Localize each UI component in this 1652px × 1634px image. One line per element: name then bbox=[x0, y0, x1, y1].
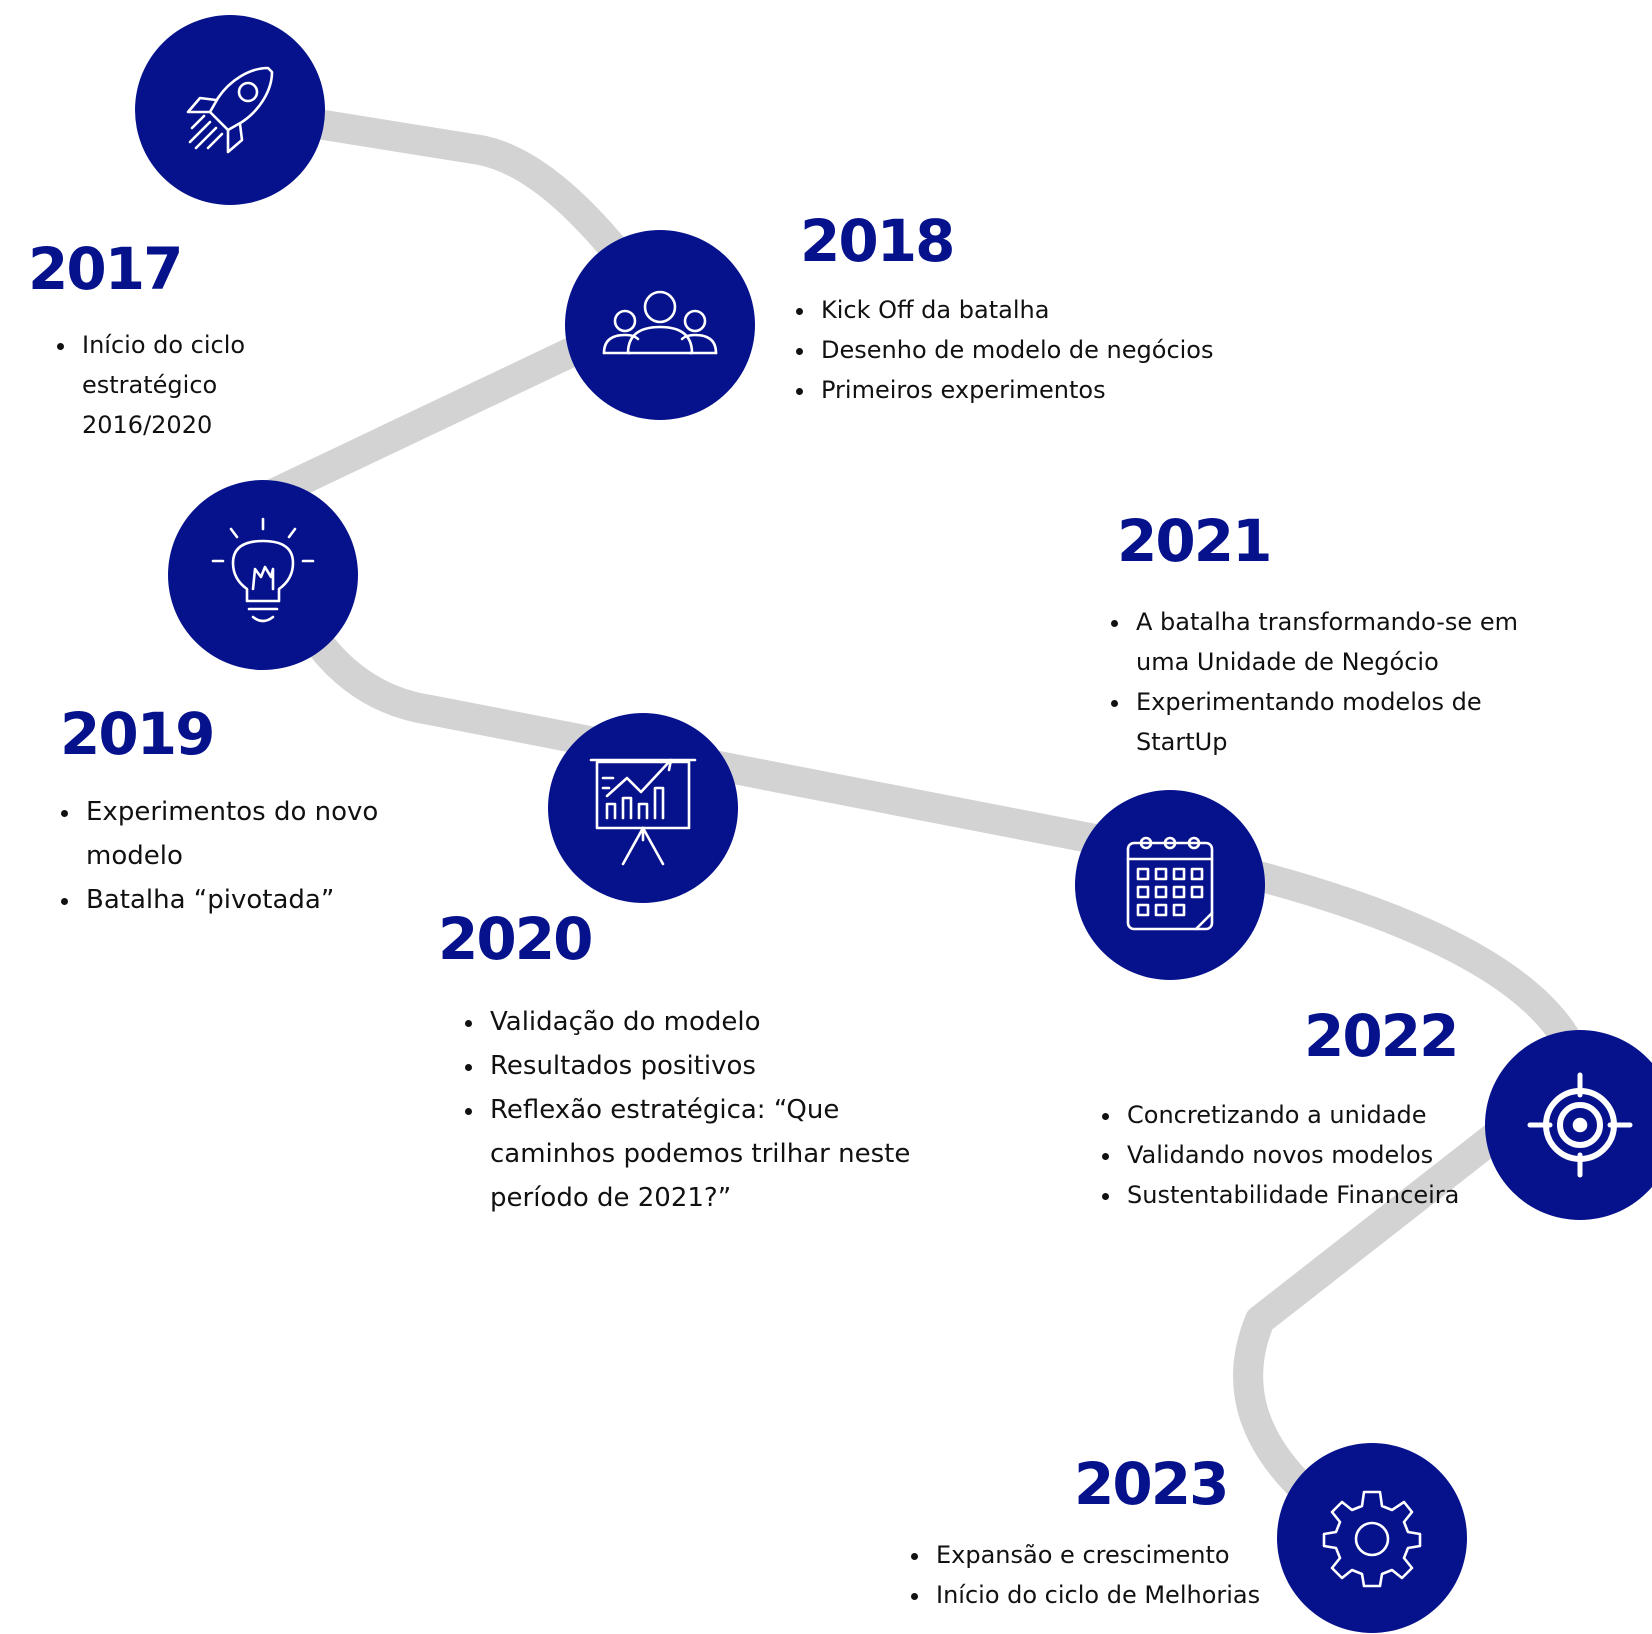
list-item: A batalha transformando-se em uma Unidad… bbox=[1132, 602, 1562, 682]
list-item: Concretizando a unidade bbox=[1123, 1095, 1503, 1135]
growth-chart-icon bbox=[589, 758, 697, 866]
milestone-items-2020: Validação do modelo Resultados positivos… bbox=[434, 1000, 926, 1220]
milestone-node-2021 bbox=[1075, 790, 1265, 980]
list-item: Reflexão estratégica: “Que caminhos pode… bbox=[486, 1088, 926, 1220]
list-item: Batalha “pivotada” bbox=[82, 878, 392, 922]
list-item: Validando novos modelos bbox=[1123, 1135, 1503, 1175]
year-label-2021: 2021 bbox=[1117, 507, 1272, 575]
list-item: Expansão e crescimento bbox=[932, 1535, 1352, 1575]
year-label-2017: 2017 bbox=[28, 235, 183, 303]
milestone-items-2019: Experimentos do novo modelo Batalha “piv… bbox=[30, 790, 392, 922]
milestone-items-2018: Kick Off da batalha Desenho de modelo de… bbox=[765, 290, 1337, 410]
target-icon bbox=[1527, 1072, 1633, 1178]
year-label-2018: 2018 bbox=[800, 207, 955, 275]
list-item: Experimentando modelos de StartUp bbox=[1132, 682, 1562, 762]
milestone-node-2018 bbox=[565, 230, 755, 420]
year-label-2022: 2022 bbox=[1304, 1002, 1459, 1070]
lightbulb-icon bbox=[211, 517, 315, 623]
list-item: Sustentabilidade Financeira bbox=[1123, 1175, 1503, 1215]
milestone-items-2023: Expansão e crescimento Início do ciclo d… bbox=[880, 1535, 1352, 1615]
list-item: Resultados positivos bbox=[486, 1044, 926, 1088]
milestone-items-2021: A batalha transformando-se em uma Unidad… bbox=[1080, 602, 1562, 762]
year-label-2023: 2023 bbox=[1074, 1450, 1229, 1518]
list-item: Primeiros experimentos bbox=[817, 370, 1337, 410]
list-item: Kick Off da batalha bbox=[817, 290, 1337, 330]
milestone-items-2017: Início do ciclo estratégico 2016/2020 bbox=[26, 325, 323, 445]
year-label-2020: 2020 bbox=[438, 905, 593, 973]
milestone-node-2017 bbox=[135, 15, 325, 205]
year-label-2019: 2019 bbox=[60, 700, 215, 768]
milestone-node-2023 bbox=[1277, 1443, 1467, 1633]
milestone-node-2020 bbox=[548, 713, 738, 903]
calendar-icon bbox=[1126, 836, 1214, 931]
list-item: Validação do modelo bbox=[486, 1000, 926, 1044]
team-icon bbox=[602, 290, 718, 355]
milestone-items-2022: Concretizando a unidade Validando novos … bbox=[1071, 1095, 1503, 1215]
list-item: Desenho de modelo de negócios bbox=[817, 330, 1337, 370]
milestone-node-2019 bbox=[168, 480, 358, 670]
rocket-icon bbox=[186, 66, 274, 154]
gear-icon bbox=[1322, 1490, 1422, 1588]
list-item: Experimentos do novo modelo bbox=[82, 790, 392, 878]
list-item: Início do ciclo estratégico 2016/2020 bbox=[78, 325, 323, 445]
milestone-node-2022 bbox=[1485, 1030, 1652, 1220]
list-item: Início do ciclo de Melhorias bbox=[932, 1575, 1352, 1615]
